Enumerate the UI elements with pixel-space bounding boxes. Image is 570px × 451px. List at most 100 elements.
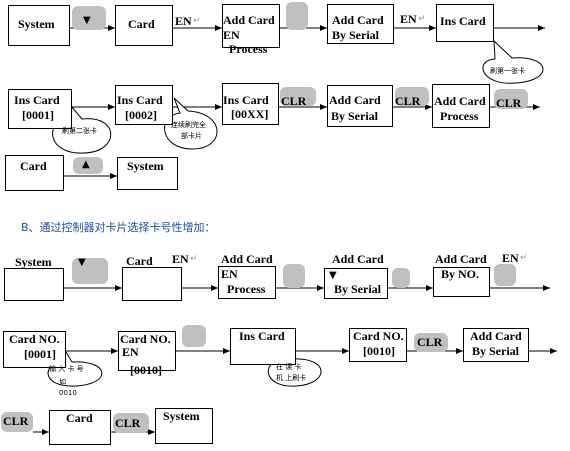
ins-card-0001-label-2: [0001]	[22, 108, 54, 122]
card-no-0001-label-1: Card NO.	[9, 332, 60, 346]
clr-key	[280, 87, 316, 106]
ins-card-box-2	[230, 328, 296, 365]
add-card-serial-2-label-1: Add Card	[332, 252, 384, 266]
card-box-last	[49, 410, 111, 445]
add-card-serial-2b-label-1: Add Card	[470, 329, 522, 343]
ins-card-0002-box	[115, 85, 173, 125]
return-mark-icon: ↵	[418, 14, 426, 24]
ins-card-0001-box	[8, 89, 72, 129]
add-card-by-serial-label-2: By Serial	[332, 28, 379, 42]
down-arrow-icon: ▼	[329, 270, 337, 281]
add-card-by-serial-box-2	[324, 268, 388, 299]
blank-key	[182, 325, 206, 347]
up-key	[73, 157, 103, 174]
card-no-en-label-1: Card NO.	[120, 332, 171, 346]
ins-card-00xx-label-1: Ins Card	[223, 93, 269, 107]
add-card-by-no-label-2: By NO.	[441, 267, 480, 281]
add-card-process-label-1: Add Card	[434, 94, 486, 108]
ins-card-2-label: Ins Card	[239, 329, 285, 343]
en-key-label: EN	[175, 14, 192, 28]
up-arrow-icon: ▲	[82, 159, 90, 170]
add-card-process-label-2: Process	[440, 109, 479, 123]
callout-input-no-1: 输 入 卡 号	[49, 365, 84, 373]
ins-card-0002-label-1: Ins Card	[117, 93, 163, 107]
add-card-by-serial-box-b	[327, 85, 393, 127]
callout-swipe-on-device-2: 机 上刷卡	[276, 374, 307, 382]
blank-key	[392, 268, 410, 288]
add-card-en-process-box	[222, 4, 280, 48]
clr-key-label: CLR	[3, 414, 29, 428]
down-arrow-icon: ▼	[78, 257, 86, 268]
clr-key-label: CLR	[496, 96, 522, 110]
add-card-by-serial-box-2b	[463, 328, 529, 362]
add-card-en-process-box-2	[218, 266, 276, 299]
section-b-title: B、通过控制器对卡片选择卡号性增加：	[21, 221, 216, 234]
ins-card-00xx-label-2: [00XX]	[231, 107, 269, 121]
card-2-label: Card	[126, 254, 153, 268]
ins-card-00xx-box	[222, 83, 279, 125]
card-no-en-label-3: [0010]	[130, 363, 162, 377]
ins-card-0001-label-1: Ins Card	[14, 93, 60, 107]
card-no-0001-box	[3, 331, 66, 368]
card-no-0001-label-2: [0001]	[24, 347, 56, 361]
card-box-2	[122, 267, 182, 301]
down-arrow-icon: ▼	[83, 15, 91, 26]
add-card-by-serial-b-label-1: Add Card	[329, 93, 381, 107]
system-2-label: System	[15, 255, 52, 269]
clr-key	[494, 89, 528, 109]
system-box-back	[117, 157, 178, 190]
add-card-serial-2-label-2: By Serial	[334, 282, 381, 296]
system-box-2	[4, 268, 64, 301]
add-card-by-serial-b-label-2: By Serial	[331, 109, 378, 123]
blank-key	[283, 264, 305, 288]
en-key-label: EN	[172, 252, 189, 266]
return-mark-icon: ↵	[193, 16, 201, 26]
callout-swipe-first: 刷第一张卡	[490, 67, 525, 75]
add-card-by-no-label-1: Add Card	[435, 252, 487, 266]
add-card-en-2-label-2: EN	[221, 267, 238, 281]
clr-key	[113, 413, 149, 433]
ins-card-box	[436, 4, 494, 42]
clr-key-label: CLR	[115, 416, 141, 430]
system-box-label: System	[18, 17, 55, 31]
card-box	[115, 5, 173, 46]
card-no-0010-box	[349, 328, 407, 362]
return-mark-icon: ↵	[520, 253, 528, 263]
add-card-en-label-1: Add Card	[223, 13, 275, 27]
card-back-label: Card	[20, 159, 47, 173]
ins-card-label: Ins Card	[440, 14, 486, 28]
callout-input-no-2: 如	[59, 378, 66, 386]
system-back-label: System	[127, 159, 164, 173]
blank-key	[286, 2, 308, 30]
callout-swipe-all-1: 连续刷完全	[171, 121, 206, 129]
system-box	[8, 5, 70, 46]
callout-swipe-on-device-1: 在 读 卡	[276, 363, 302, 371]
add-card-en-label-3: Process	[229, 42, 268, 56]
callout-swipe-all-2: 部卡片	[181, 132, 202, 140]
card-no-0010-label-1: Card NO.	[353, 329, 404, 343]
clr-key	[395, 87, 429, 106]
add-card-by-no-box	[433, 267, 490, 297]
down-key	[72, 258, 108, 284]
return-mark-icon: ↵	[190, 254, 198, 264]
card-box-label: Card	[128, 17, 155, 31]
system-last-label: System	[163, 409, 200, 423]
blank-key	[494, 264, 516, 286]
card-no-0010-label-2: [0010]	[363, 344, 395, 358]
clr-key-label: CLR	[395, 94, 421, 108]
callout-swipe-second: 刷第二张卡	[62, 127, 97, 135]
en-key-label: EN	[400, 12, 417, 26]
down-key	[72, 6, 106, 30]
add-card-en-label-2: EN	[223, 28, 240, 42]
clr-key	[1, 412, 33, 432]
add-card-process-box	[432, 84, 490, 128]
add-card-serial-2b-label-2: By Serial	[472, 344, 519, 358]
card-last-label: Card	[66, 411, 93, 425]
callout-bubble	[482, 39, 544, 84]
card-no-en-box	[118, 331, 176, 371]
add-card-by-serial-label-1: Add Card	[332, 13, 384, 27]
clr-key-label: CLR	[417, 335, 443, 349]
en-key-label: EN	[502, 251, 519, 265]
